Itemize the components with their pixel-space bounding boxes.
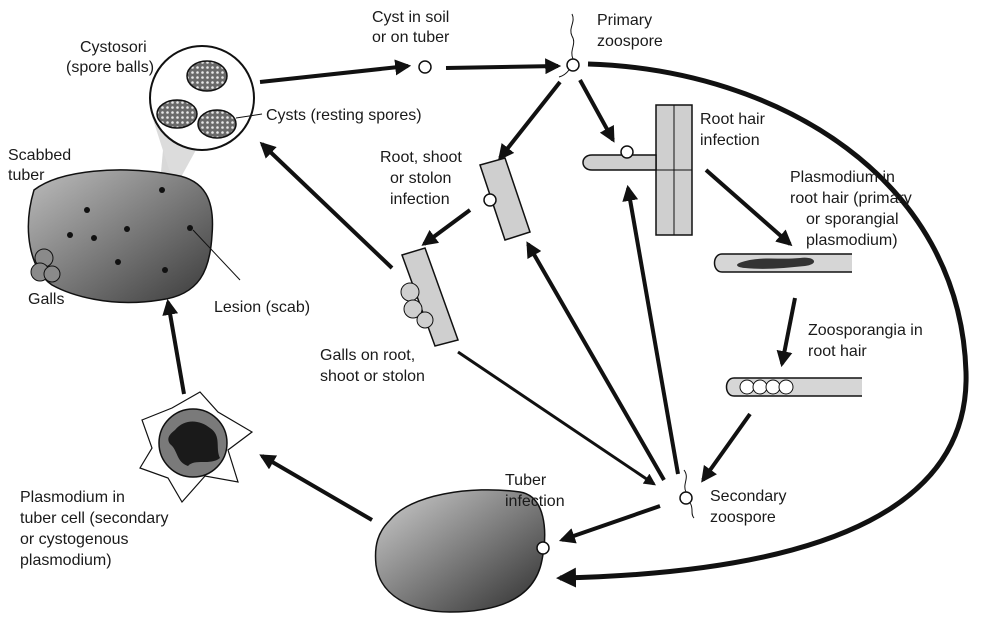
arrow-cyst-to-primary	[446, 66, 558, 68]
arrow-roothair-to-plasmodium	[706, 170, 790, 244]
secondary-zoospore-flagellum	[684, 470, 686, 492]
label-primary-line1: Primary	[597, 12, 652, 29]
arrow-plasmodium-to-zoosporangia	[782, 298, 795, 364]
primary-zoospore-flagellum	[571, 14, 574, 59]
root-shoot-cyst	[484, 194, 496, 206]
arrow-galls-to-secondary	[458, 352, 654, 484]
arrow-secondary-to-tuber	[562, 506, 660, 540]
lesion-dot-1	[84, 207, 90, 213]
label-tuber-inf-line2: infection	[505, 493, 565, 510]
label-primary-line2: zoospore	[597, 33, 663, 50]
label-cyst-soil-line1: Cyst in soil	[372, 9, 449, 26]
arrow-primary-to-roothair	[580, 80, 613, 140]
label-secondary-line2: zoospore	[710, 509, 776, 526]
primary-zoospore-flagellum-2	[559, 70, 569, 77]
spore-ball-3	[198, 110, 236, 138]
scabbed-tuber	[28, 170, 212, 302]
label-cysts-resting: Cysts (resting spores)	[266, 107, 422, 124]
arrow-zoosporangia-to-secondary	[703, 414, 750, 480]
lesion-dot-8	[162, 267, 168, 273]
label-plasmo-tuber-line2: tuber cell (secondary	[20, 510, 169, 527]
label-root-hair-line2: infection	[700, 132, 760, 149]
arrow-primary-to-rootshoot	[500, 82, 560, 158]
lesion-dot-3	[91, 235, 97, 241]
label-plasmo-tuber-line1: Plasmodium in	[20, 489, 125, 506]
label-root-shoot-line3: infection	[390, 191, 450, 208]
label-root-hair-line1: Root hair	[700, 111, 766, 128]
lesion-dot-4	[67, 232, 73, 238]
label-cystosori-line2: (spore balls)	[66, 59, 154, 76]
label-scabbed-line1: Scabbed	[8, 147, 71, 164]
label-secondary-line1: Secondary	[710, 488, 787, 505]
label-scabbed-line2: tuber	[8, 167, 45, 184]
tuber-infection-cyst	[537, 542, 549, 554]
gall-root-1	[401, 283, 419, 301]
arrows	[168, 64, 966, 578]
arrow-cystosori-to-cyst	[260, 66, 408, 82]
cyst-in-soil	[419, 61, 431, 73]
label-galls-root-line2: shoot or stolon	[320, 368, 425, 385]
lesion-dot-5	[159, 187, 165, 193]
label-root-shoot-line1: Root, shoot	[380, 149, 462, 166]
label-plasmo-tuber-line3: or cystogenous	[20, 531, 129, 548]
lesion-dot-6	[187, 225, 193, 231]
secondary-zoospore	[680, 492, 692, 504]
label-galls: Galls	[28, 291, 64, 308]
primary-zoospore	[567, 59, 579, 71]
label-plasmo-root-line4: plasmodium)	[806, 232, 898, 249]
root-hair-branch	[583, 155, 656, 170]
lesion-dot-2	[124, 226, 130, 232]
label-plasmo-tuber-line4: plasmodium)	[20, 552, 112, 569]
arrow-tubercell-to-scabbed	[168, 302, 184, 394]
zoosporangium-1	[740, 380, 754, 394]
arrow-tuber-to-tubercell	[262, 456, 372, 520]
label-root-shoot-line2: or stolon	[390, 170, 451, 187]
label-lesion: Lesion (scab)	[214, 299, 310, 316]
label-tuber-inf-line1: Tuber	[505, 472, 547, 489]
lesion-dot-7	[115, 259, 121, 265]
label-zoosporangia-line2: root hair	[808, 343, 867, 360]
gall-3	[44, 266, 60, 282]
label-cystosori-line1: Cystosori	[80, 39, 147, 56]
zoosporangium-3	[766, 380, 780, 394]
label-plasmo-root-line2: root hair (primary	[790, 190, 912, 207]
arrow-rootshoot-to-galls	[424, 210, 470, 244]
zoosporangium-4	[779, 380, 793, 394]
label-plasmo-root-line3: or sporangial	[806, 211, 899, 228]
arrow-galls-to-cystosori	[262, 144, 392, 268]
root-hair-cyst	[621, 146, 633, 158]
gall-root-3	[417, 312, 433, 328]
spore-ball-1	[187, 61, 227, 91]
spore-ball-2	[157, 100, 197, 128]
label-galls-root-line1: Galls on root,	[320, 347, 415, 364]
label-plasmo-root-line1: Plasmodium in	[790, 169, 895, 186]
secondary-zoospore-flagellum-2	[690, 503, 694, 518]
label-cyst-soil-line2: or on tuber	[372, 29, 450, 46]
label-zoosporangia-line1: Zoosporangia in	[808, 322, 923, 339]
zoosporangium-2	[753, 380, 767, 394]
